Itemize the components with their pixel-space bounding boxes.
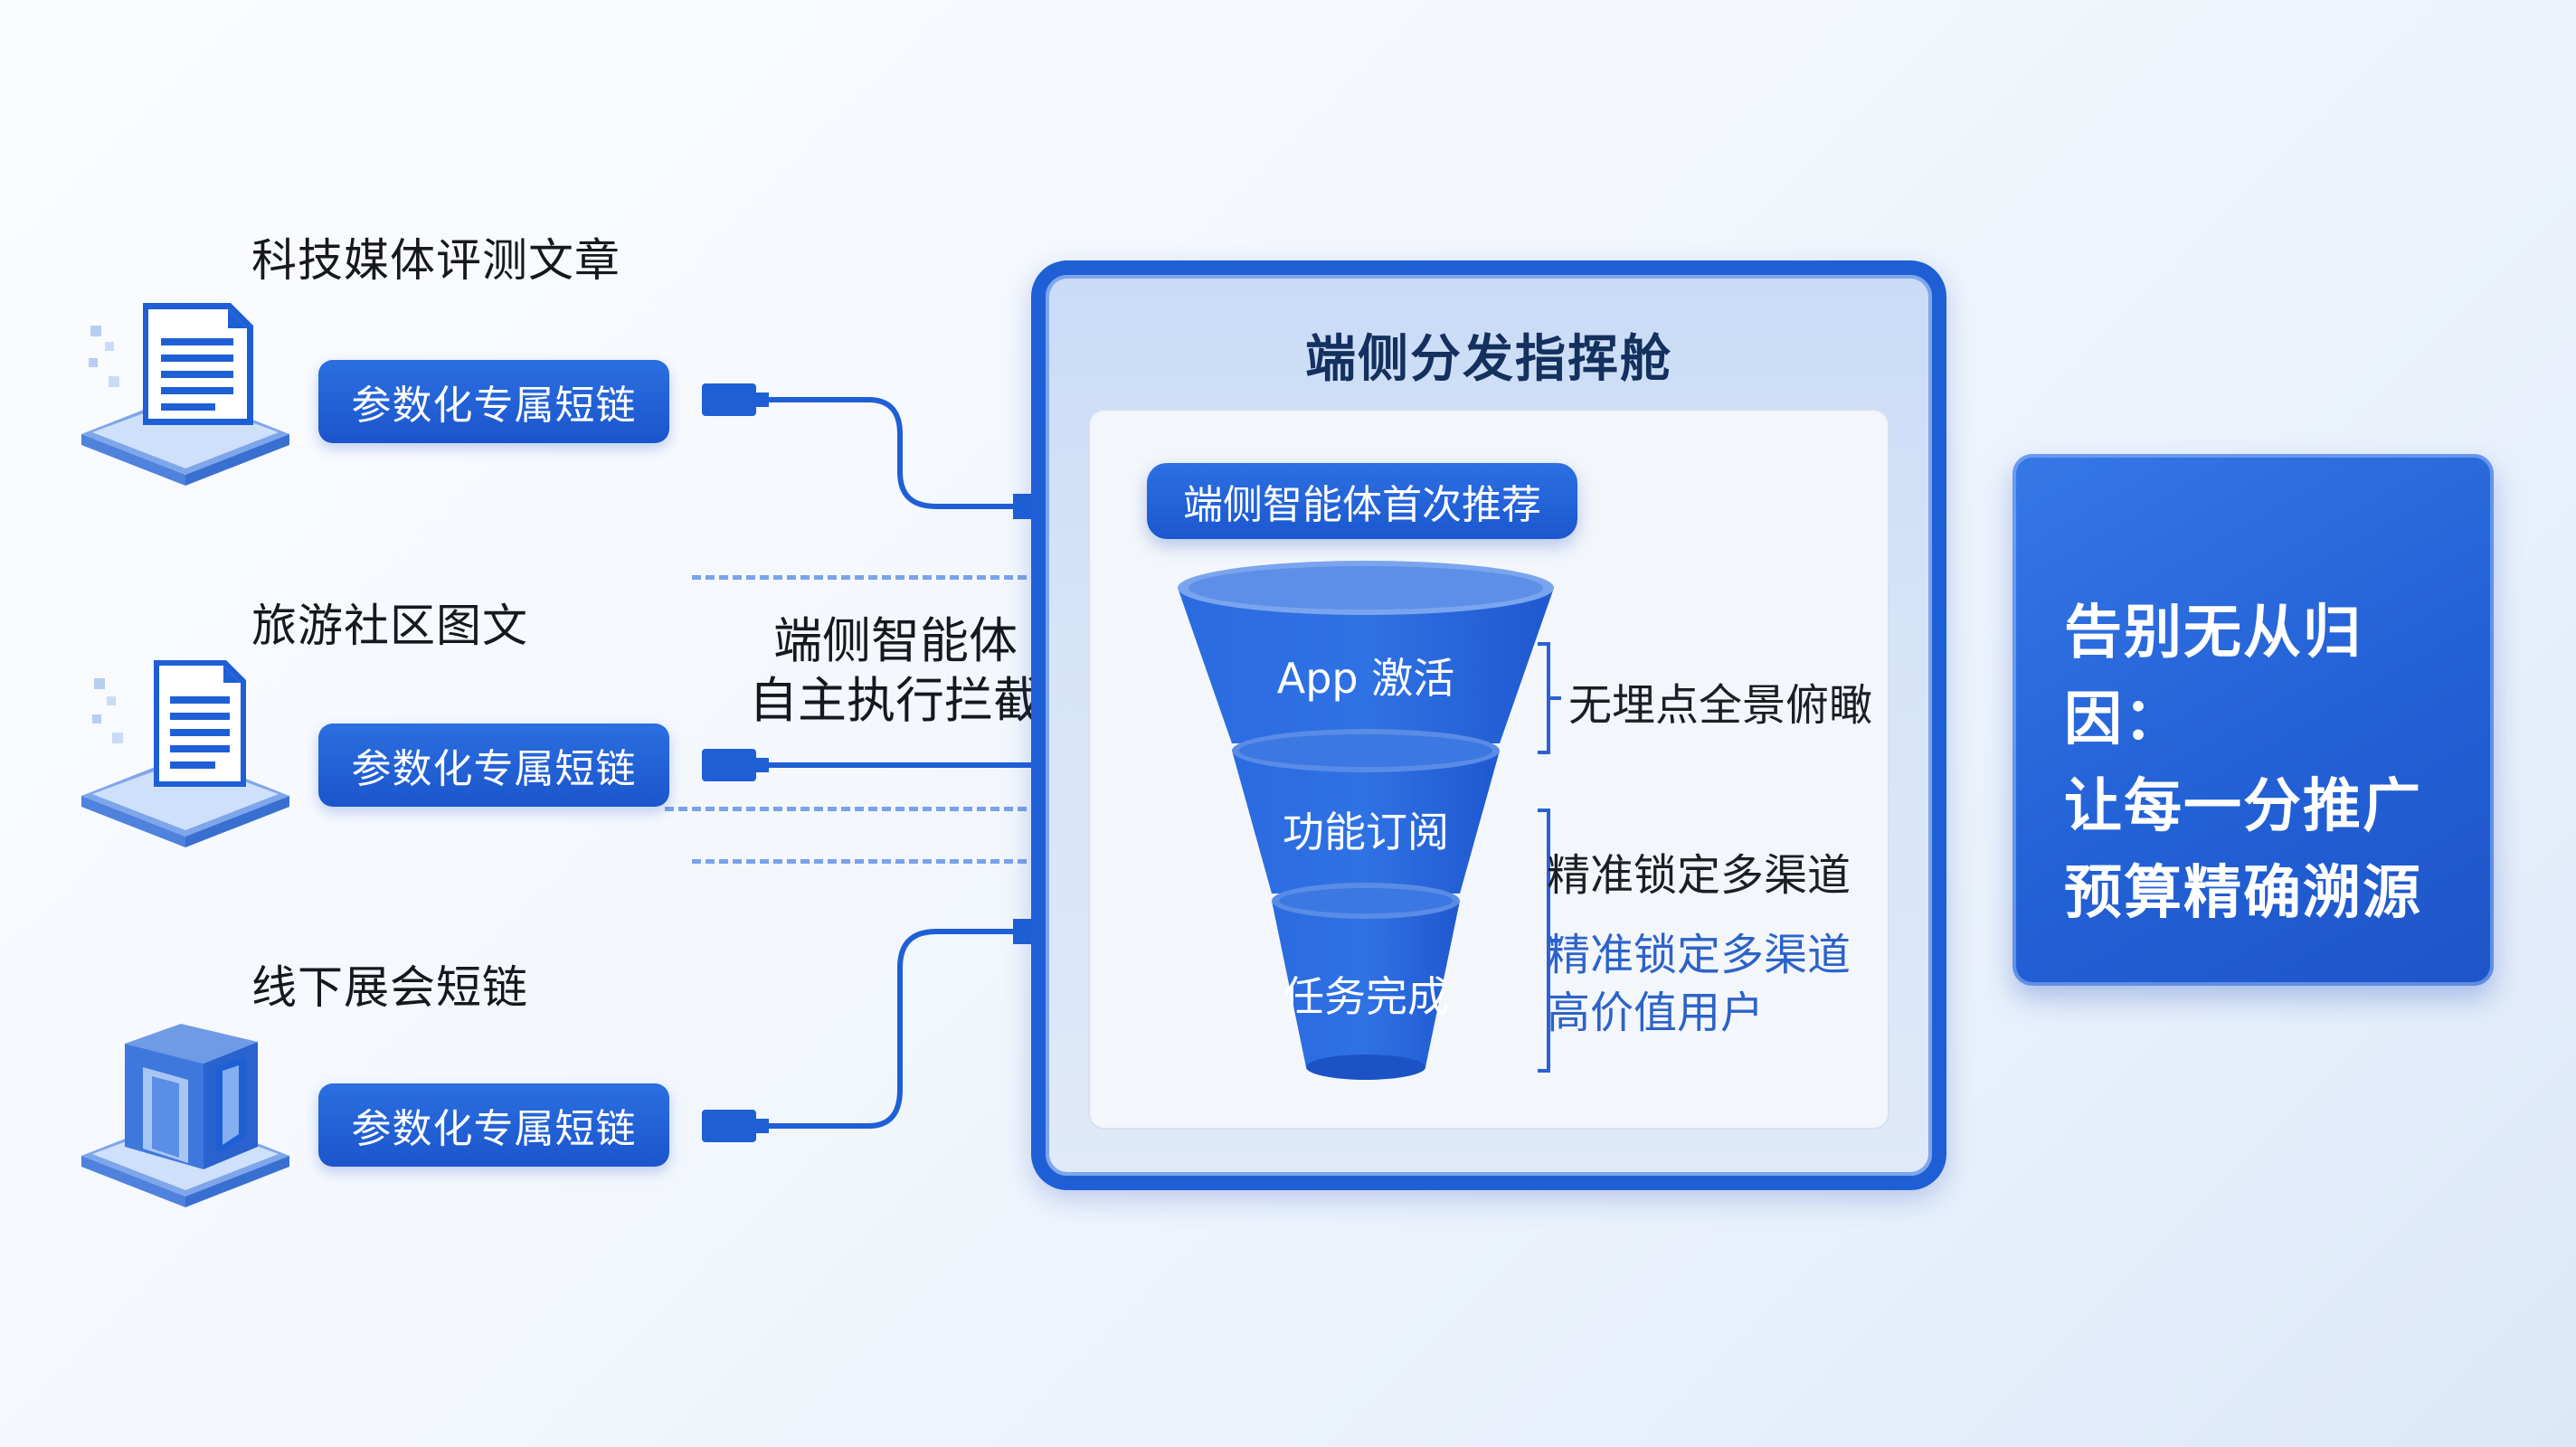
intercept-line-2: 自主执行拦截: [749, 672, 1042, 729]
result-card: [2012, 454, 2494, 986]
result-line-1: 告别无从归因：: [2064, 600, 2363, 753]
multi-channel-label-2: 精准锁定多渠道: [1547, 930, 1852, 980]
short-link-button-3[interactable]: 参数化专属短链: [318, 1083, 669, 1167]
no-tracking-overview-label: 无埋点全景俯瞰: [1568, 680, 1873, 731]
bottom-plug: [702, 1110, 756, 1142]
result-line-3: 预算精确溯源: [2064, 860, 2422, 927]
brackets: [1538, 642, 1561, 1073]
funnel-label-task-completion: 任务完成: [1283, 972, 1449, 1021]
document-icon: [81, 660, 289, 847]
funnel-label-app-activation: App 激活: [1276, 654, 1455, 703]
source-label-travel-community: 旅游社区图文: [251, 600, 528, 652]
funnel-stage-2: [1232, 751, 1500, 894]
intercept-line-1: 端侧智能体: [773, 612, 1018, 669]
booth-icon: [81, 1024, 289, 1207]
dashed-line-bottom: [692, 859, 1081, 864]
source-label-tech-media: 科技媒体评测文章: [251, 234, 620, 287]
first-recommendation-pill[interactable]: 端侧智能体首次推荐: [1147, 463, 1577, 539]
panel-title: 端侧分发指挥舱: [1305, 330, 1672, 389]
middle-plug: [702, 749, 756, 781]
dashed-line-top: [692, 575, 1081, 580]
high-value-user-label: 高价值用户: [1547, 988, 1765, 1038]
funnel-stage-1: [1178, 588, 1554, 743]
short-link-button-2[interactable]: 参数化专属短链: [318, 724, 669, 807]
document-icon: [81, 303, 289, 486]
source-label-offline-expo: 线下展会短链: [251, 961, 528, 1014]
result-text: 告别无从归因： 让每一分推广 预算精确溯源: [2064, 590, 2480, 937]
bottom-cable: [755, 929, 1031, 1129]
funnel-label-feature-subscription: 功能订阅: [1283, 808, 1449, 856]
short-link-button-1[interactable]: 参数化专属短链: [318, 360, 669, 443]
funnel: [1178, 561, 1554, 1080]
multi-channel-label-1: 精准锁定多渠道: [1547, 850, 1852, 901]
dashed-line-mid: [665, 807, 1081, 811]
result-line-2: 让每一分推广: [2064, 773, 2422, 840]
top-plug: [702, 383, 756, 416]
intercept-label: 端侧智能体 自主执行拦截: [706, 611, 1085, 731]
top-cable: [755, 397, 1031, 509]
funnel-stage-3: [1272, 901, 1460, 1067]
